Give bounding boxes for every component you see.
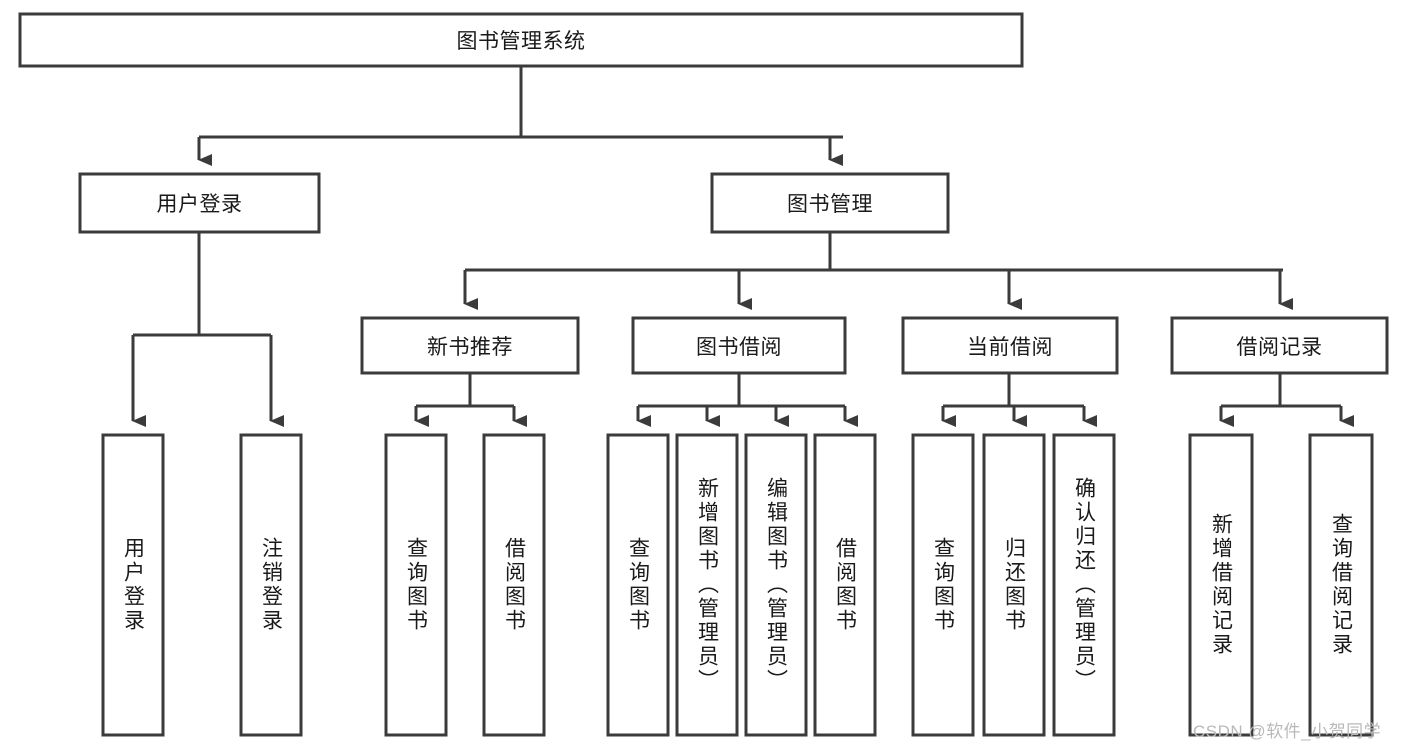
node-box-new-book-recommend[interactable] xyxy=(360,316,580,375)
leaf-box-1[interactable] xyxy=(239,433,303,737)
node-box-borrow-records[interactable] xyxy=(1170,316,1389,375)
leaf-box-2[interactable] xyxy=(384,433,448,737)
leaf-box-4[interactable] xyxy=(606,433,670,737)
connector-records-to-leaves xyxy=(1219,373,1354,427)
leaf-box-3[interactable] xyxy=(482,433,546,737)
connector-bookmgmt-to-level3 xyxy=(463,232,1293,310)
node-box-user-login[interactable] xyxy=(78,172,321,234)
node-box-root[interactable] xyxy=(18,12,1024,68)
node-box-book-borrow[interactable] xyxy=(631,316,847,375)
leaf-box-7[interactable] xyxy=(813,433,877,737)
connector-borrow-to-leaves xyxy=(636,373,858,427)
leaf-box-0[interactable] xyxy=(101,433,165,737)
connector-current-to-leaves xyxy=(941,373,1097,427)
leaf-box-11[interactable] xyxy=(1188,433,1254,737)
node-box-book-management[interactable] xyxy=(710,172,950,234)
leaf-box-5[interactable] xyxy=(675,433,739,737)
leaf-box-12[interactable] xyxy=(1308,433,1374,737)
connector-root-to-level2 xyxy=(197,66,843,166)
leaf-box-10[interactable] xyxy=(1052,433,1116,737)
leaf-box-8[interactable] xyxy=(911,433,975,737)
leaf-box-9[interactable] xyxy=(982,433,1046,737)
csdn-watermark: CSDN @软件_小贺同学 xyxy=(1193,722,1382,741)
node-box-current-borrow[interactable] xyxy=(901,316,1119,375)
connector-userlogin-to-leaves xyxy=(131,232,284,427)
connector-newbook-to-leaves xyxy=(414,373,527,427)
leaf-box-6[interactable] xyxy=(744,433,808,737)
